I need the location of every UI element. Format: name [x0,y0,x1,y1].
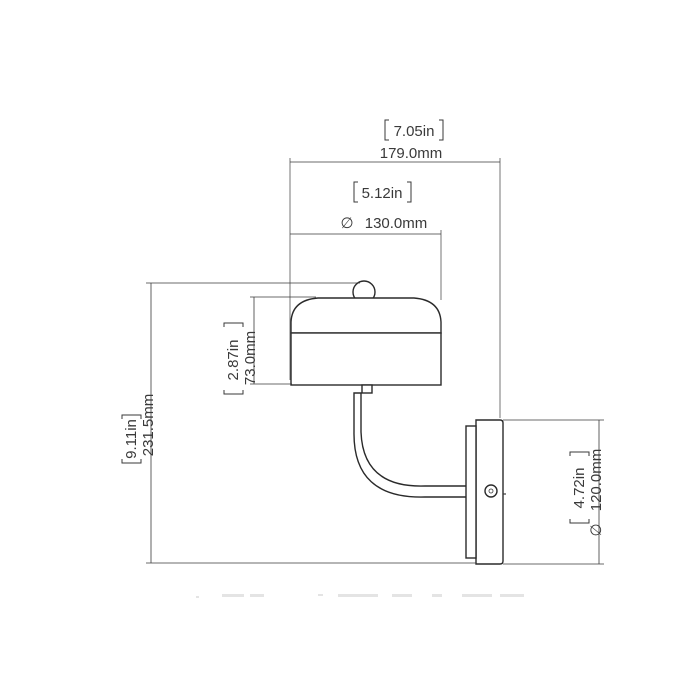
back-plate-inner [465,425,477,559]
curved-arm [353,392,477,498]
overall-height-imperial: 9.11in [123,419,140,459]
overall-height-dimension: 9.11in 231.5mm [121,282,476,564]
watermark-dots [196,594,524,598]
diameter-symbol-icon: ∅ [340,215,353,232]
overall-width-imperial: 7.05in [394,123,435,140]
backplate-diameter-dimension: 4.72in ∅ 120.0mm [503,419,605,565]
backplate-diameter-imperial: 4.72in [571,468,588,509]
backplate-diameter-metric: 120.0mm [588,449,605,512]
overall-width-metric: 179.0mm [380,145,443,162]
shade-height-imperial: 2.87in [225,340,242,381]
overall-width-dimension: 7.05in 179.0mm [289,119,501,418]
shade-body [290,332,442,386]
shade-height-metric: 73.0mm [242,331,259,385]
shade-height-dimension: 2.87in 73.0mm [223,296,316,395]
shade-dome [290,297,442,334]
shade-diameter-dimension: 5.12in ∅ 130.0mm [290,181,442,300]
backplate-diameter-symbol-icon: ∅ [588,523,605,536]
shade-stem [361,384,373,394]
mounting-screw-icon [484,484,498,498]
fixture-outline [290,280,506,565]
shade-diameter-metric: 130.0mm [365,215,428,232]
shade-diameter-imperial: 5.12in [362,185,403,202]
overall-height-metric: 231.5mm [140,394,157,457]
